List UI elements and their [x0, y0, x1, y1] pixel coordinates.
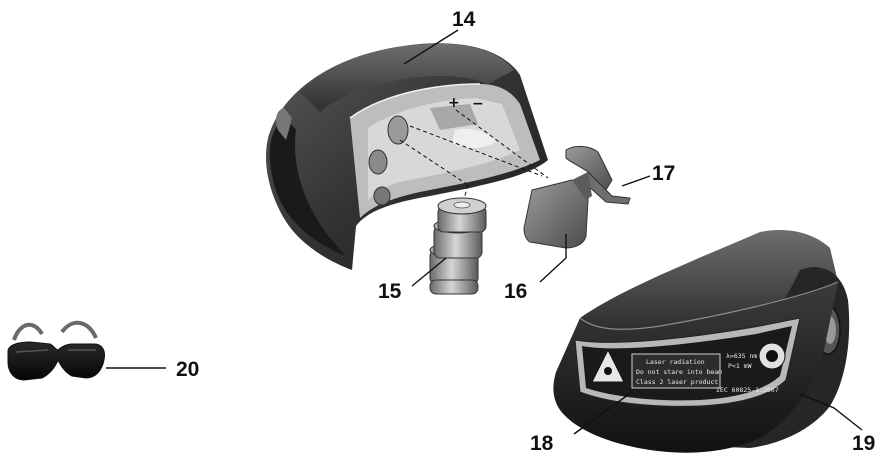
callout-18: 18	[530, 432, 554, 455]
callout-16: 16	[504, 280, 527, 303]
battery-cover	[523, 145, 631, 249]
spec-line-2: P<1 mW	[728, 362, 752, 370]
minus-mark: −	[472, 96, 484, 112]
leader-lines	[106, 29, 863, 435]
housing-shell: + −	[265, 43, 548, 271]
spec-line-1: λ=635 nm	[726, 352, 757, 360]
insertion-guide-lines	[399, 109, 549, 207]
laser-glasses	[7, 321, 105, 381]
warning-line-1: Laser radiation	[646, 358, 705, 366]
callout-19: 19	[852, 432, 875, 455]
leader-18	[573, 391, 633, 435]
plus-mark: +	[448, 95, 460, 111]
callout-15: 15	[378, 280, 402, 303]
leader-16	[539, 234, 567, 283]
warning-line-2: Do not stare into beam	[636, 368, 722, 376]
warning-line-3: Class 2 laser product	[636, 378, 718, 386]
leader-14	[403, 29, 459, 65]
battery-stack	[429, 197, 487, 295]
spec-line-3: IEC 60825-1:2007	[716, 386, 779, 394]
leader-15	[411, 257, 447, 287]
laser-module: on off Laser radiation Do not stare into…	[553, 229, 850, 453]
leader-17	[621, 175, 651, 187]
callout-14: 14	[452, 8, 476, 31]
leader-19	[799, 393, 863, 431]
callout-labels: 14 15 16 17 18 19 20	[176, 8, 875, 455]
callout-20: 20	[176, 358, 199, 381]
callout-17: 17	[652, 162, 675, 185]
